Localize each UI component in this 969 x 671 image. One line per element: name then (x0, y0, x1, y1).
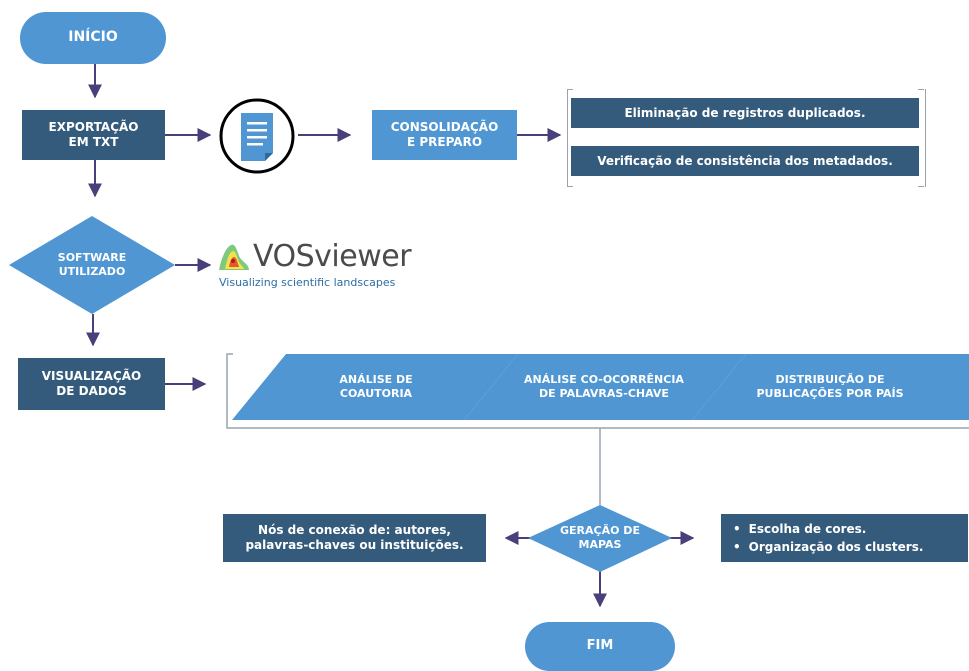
software-label: SOFTWARE UTILIZADO (57, 251, 127, 278)
analises-bracket (226, 353, 969, 429)
eliminacao-label: Eliminação de registros duplicados. (624, 105, 866, 120)
exportacao-box (22, 110, 165, 160)
visualizacao-box (18, 358, 165, 410)
distribuicao-label: DISTRIBUIÇÃO DE PUBLICAÇÕES POR PAÍS (756, 373, 904, 400)
eliminacao-box (571, 98, 919, 128)
nos-conexao-label: Nós de conexão de: autores, palavras-cha… (245, 523, 464, 552)
bullet-escolha-cores: Escolha de cores. (733, 520, 968, 538)
analise-coocorrencia-shape (464, 354, 746, 420)
distribuicao-shape (692, 354, 969, 420)
steps-bracket (567, 89, 926, 187)
inicio-terminator (20, 12, 166, 64)
consolidacao-label: CONSOLIDAÇÃO E PREPARO (390, 120, 499, 149)
fim-label: FIM (586, 638, 614, 654)
vosviewer-logo-icon (219, 244, 249, 270)
verificacao-label: Verificação de consistência dos metadado… (597, 153, 893, 168)
vosviewer-logo: VOSviewer Visualizing scientific landsca… (217, 238, 417, 298)
analise-coautoria-shape (232, 354, 518, 420)
vosviewer-tagline: Visualizing scientific landscapes (219, 276, 396, 289)
document-icon (219, 98, 295, 174)
analise-coautoria-label: ANÁLISE DE COAUTORIA (339, 373, 413, 400)
geracao-label: GERAÇÃO DE MAPAS (560, 524, 640, 551)
escolha-cores-text: Escolha de cores. (748, 522, 867, 536)
inicio-label: INÍCIO (68, 29, 118, 46)
bullet-organizacao: Organização dos clusters. (733, 538, 968, 556)
visualizacao-label: VISUALIZAÇÃO DE DADOS (41, 369, 142, 398)
verificacao-box (571, 146, 919, 176)
mapas-options-box: Escolha de cores. Organização dos cluste… (721, 514, 968, 562)
vosviewer-name: VOSviewer (253, 239, 412, 274)
consolidacao-box (372, 110, 517, 160)
organizacao-text: Organização dos clusters. (748, 540, 924, 554)
nos-conexao-box (223, 514, 486, 562)
software-diamond (9, 216, 175, 314)
exportacao-label: EXPORTAÇÃO EM TXT (48, 120, 139, 149)
geracao-diamond (528, 505, 672, 572)
analise-coocorrencia-label: ANÁLISE CO-OCORRÊNCIA DE PALAVRAS-CHAVE (524, 373, 684, 400)
fim-terminator (525, 622, 675, 671)
